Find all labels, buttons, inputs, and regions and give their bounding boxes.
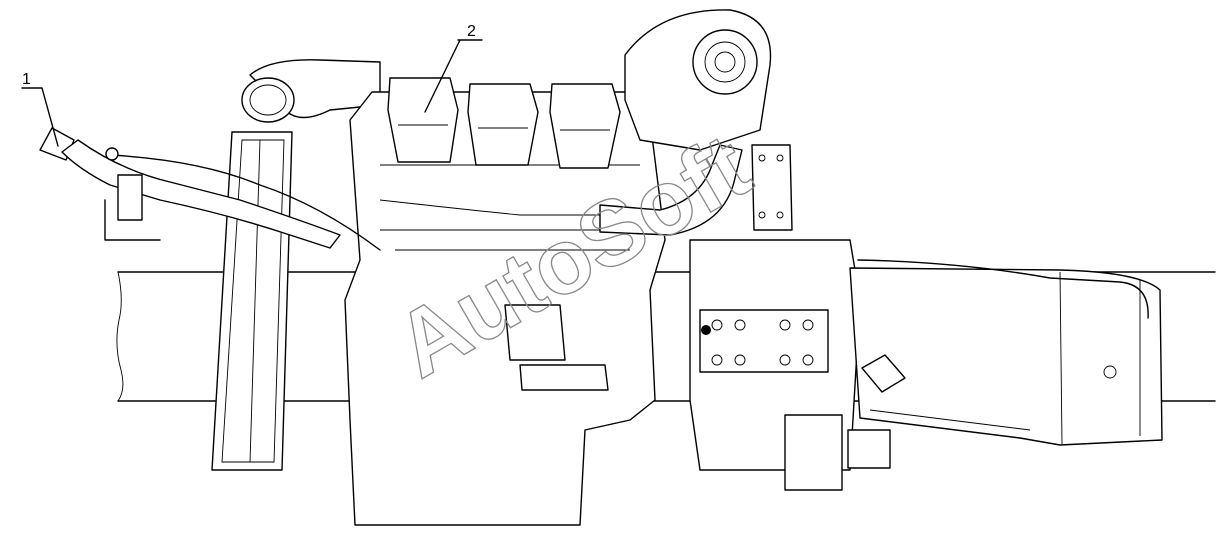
callout-label-2: 2 [467,23,476,40]
gearbox [849,259,1163,446]
callout-1: 1 [21,71,59,147]
starter-motor [504,304,609,391]
intake-pipe [241,59,381,123]
filler-pipe [39,127,381,251]
turbocharger [624,9,772,151]
output-flange [784,414,891,491]
coolant-hose [599,144,743,236]
callout-label-1: 1 [22,71,31,88]
callout-2: 2 [424,23,483,113]
clutch-housing [689,239,861,471]
radiator [211,131,293,471]
mount-bracket [751,144,793,231]
cylinder-heads [387,77,621,169]
